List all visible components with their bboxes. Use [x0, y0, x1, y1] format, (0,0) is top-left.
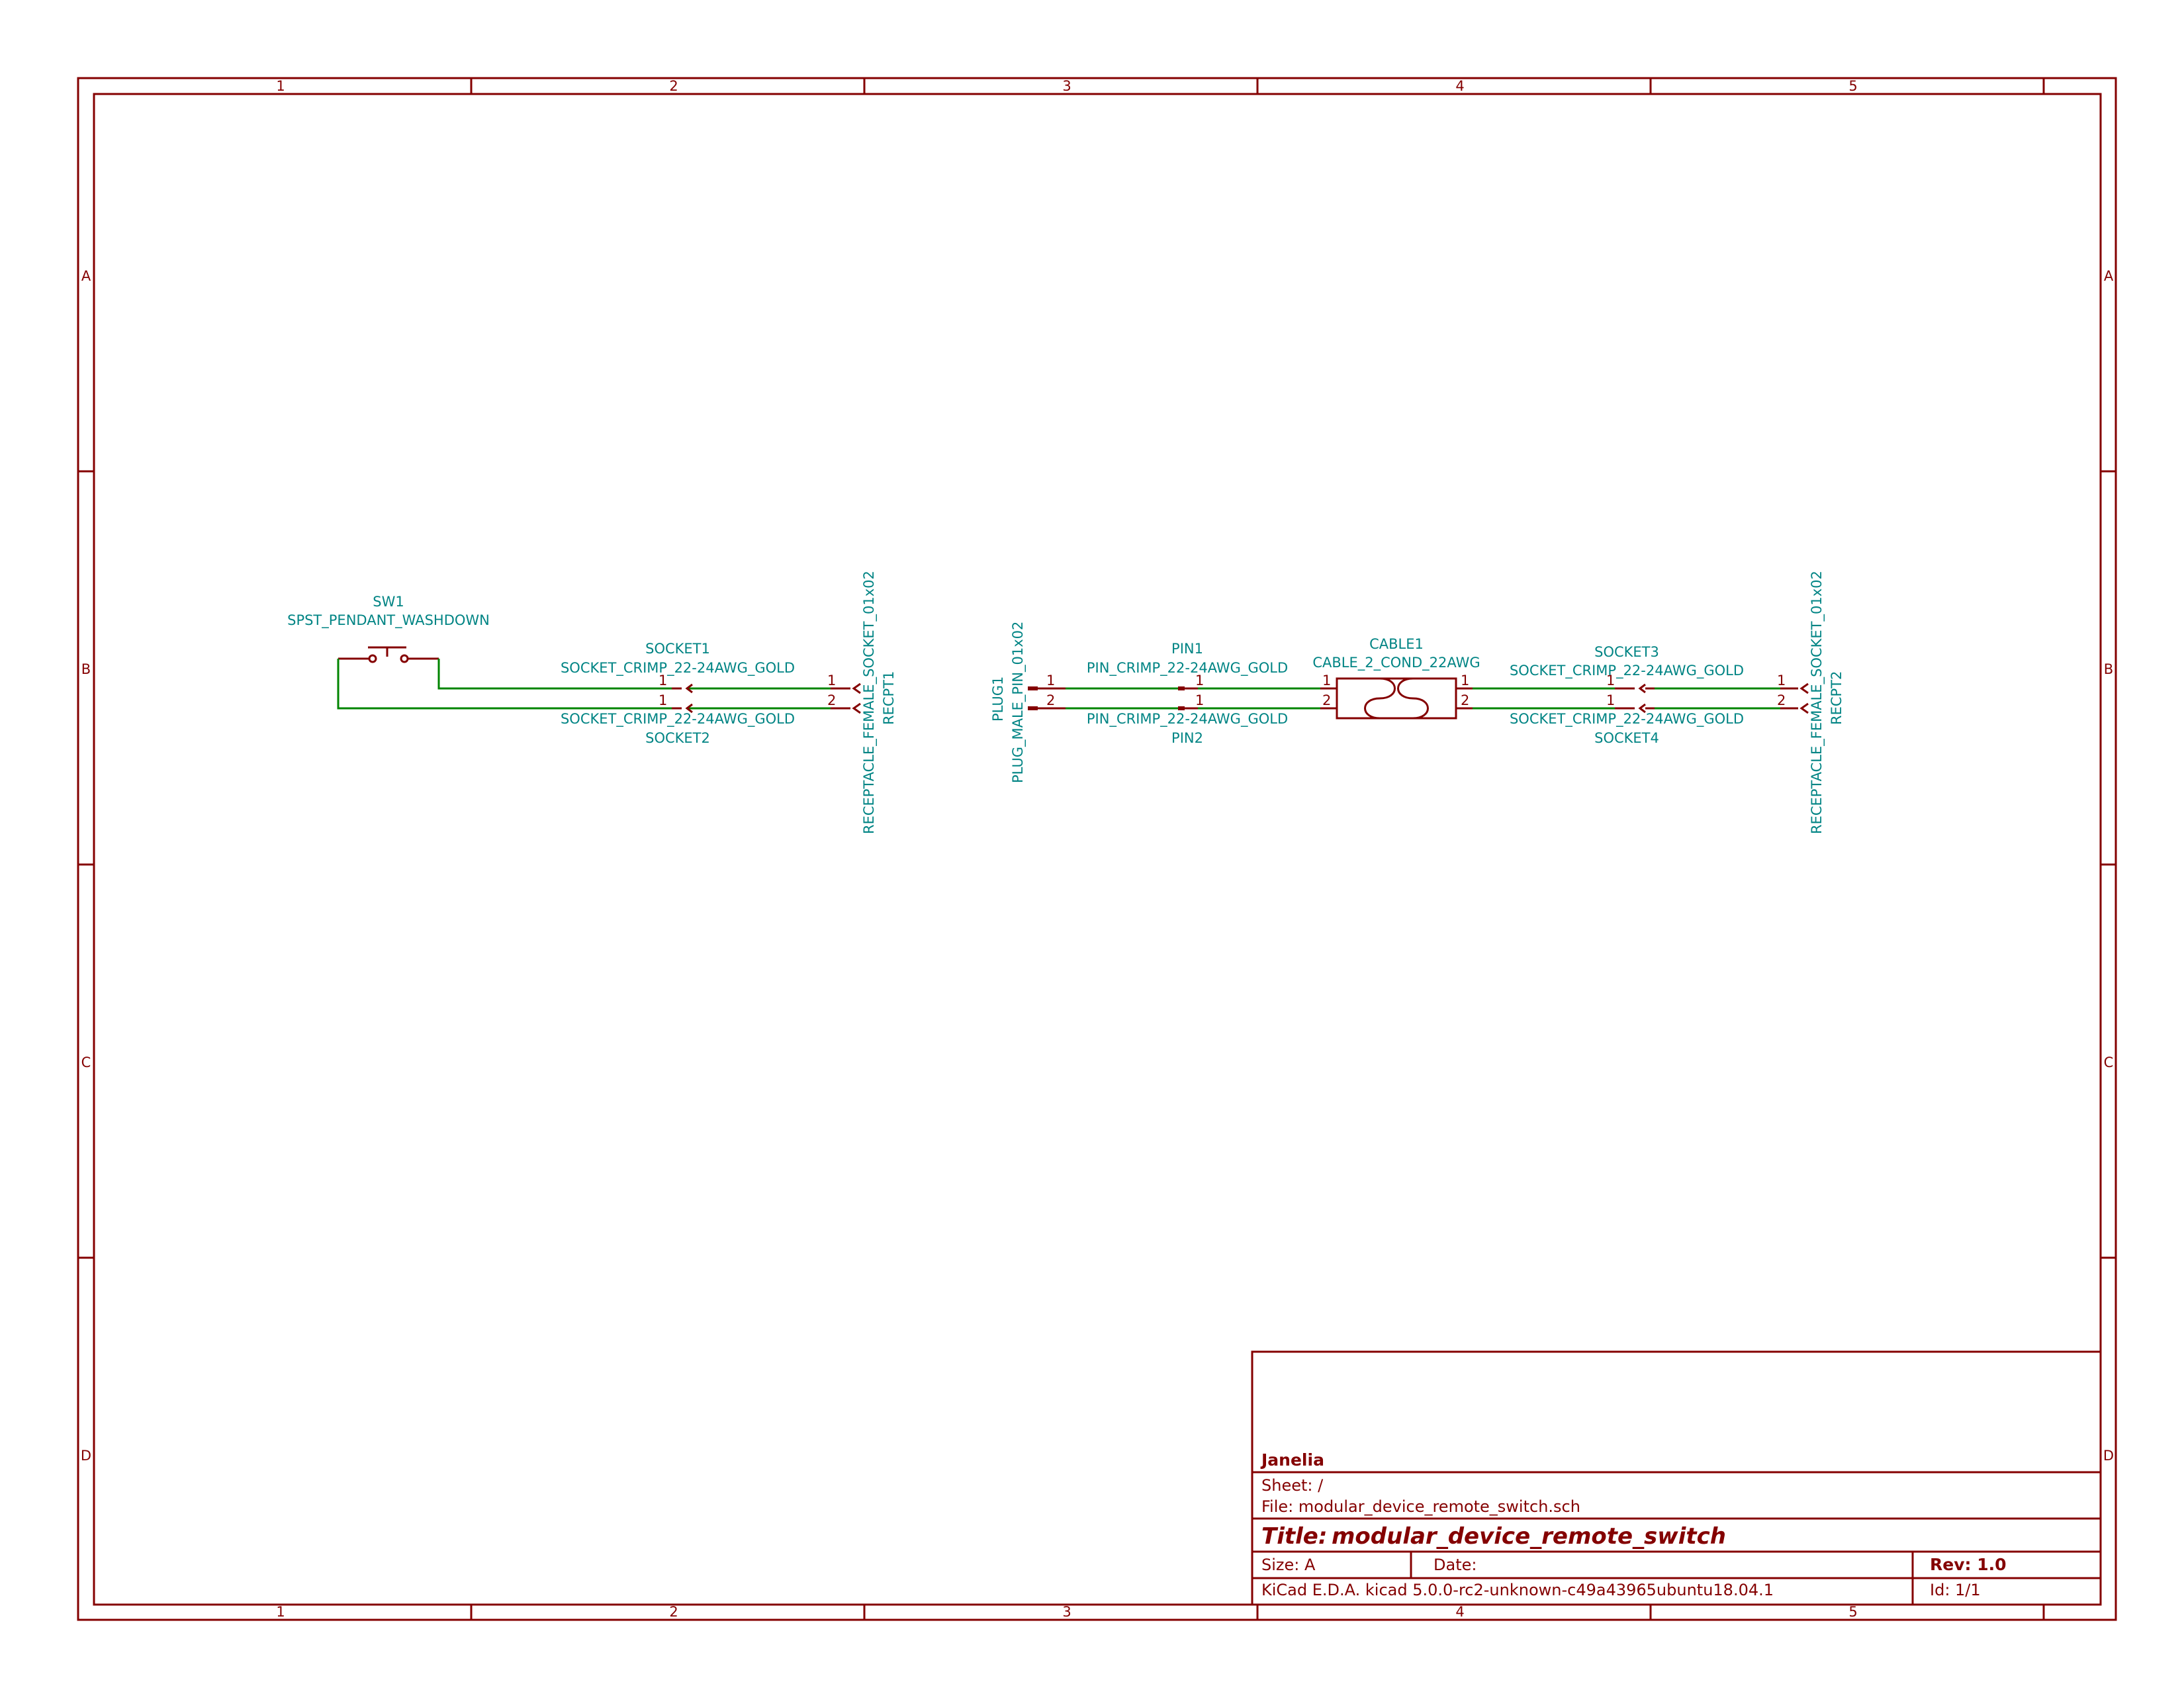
wires-left: [337, 659, 831, 710]
col-label-top: 3: [1062, 78, 1071, 94]
sw1-ref: SW1: [373, 594, 404, 610]
socket4: 1 SOCKET_CRIMP_22-24AWG_GOLD SOCKET4: [1510, 692, 1744, 746]
sw1-value: SPST_PENDANT_WASHDOWN: [287, 612, 490, 629]
pin2: 1 PIN_CRIMP_22-24AWG_GOLD PIN2: [1087, 692, 1288, 746]
plug1-pin: 1: [1046, 673, 1055, 688]
cable1-value: CABLE_2_COND_22AWG: [1312, 655, 1480, 671]
plug1-pin: 2: [1046, 692, 1055, 708]
col-label-bottom: 5: [1848, 1604, 1857, 1620]
title-block-kicad: KiCad E.D.A. kicad 5.0.0-rc2-unknown-c49…: [1261, 1581, 1774, 1599]
title-block-title-label: Title:: [1261, 1523, 1327, 1550]
recpt2-pin: 1: [1777, 673, 1786, 688]
title-block-size: Size: A: [1261, 1556, 1316, 1574]
pin1-value: PIN_CRIMP_22-24AWG_GOLD: [1087, 660, 1288, 677]
cable1-ref: CABLE1: [1369, 636, 1424, 652]
column-labels: 1 2 3 4 5 1 2 3 4 5: [276, 78, 1857, 1620]
receptacle-recpt2: 1 2 RECEPTACLE_FEMALE_SOCKET_01x02 RECPT…: [1777, 571, 1844, 834]
row-label-left: D: [81, 1448, 91, 1464]
col-label-bottom: 1: [276, 1604, 285, 1620]
title-block-title: modular_device_remote_switch: [1332, 1523, 1726, 1550]
socket3-ref: SOCKET3: [1594, 644, 1659, 660]
title-block-company: Janelia: [1260, 1450, 1324, 1470]
socket4-value: SOCKET_CRIMP_22-24AWG_GOLD: [1510, 711, 1744, 727]
recpt1-ref: RECPT1: [881, 671, 897, 725]
row-labels: A B C D A B C D: [81, 268, 2114, 1464]
row-label-right: A: [2104, 268, 2114, 284]
title-block-date: Date:: [1433, 1556, 1477, 1574]
row-label-left: B: [81, 661, 91, 677]
receptacle-recpt1: 1 2 RECEPTACLE_FEMALE_SOCKET_01x02 RECPT…: [827, 571, 897, 834]
row-label-right: C: [2104, 1055, 2114, 1070]
col-label-bottom: 3: [1062, 1604, 1071, 1620]
socket2-pin: 1: [659, 692, 667, 708]
pin2-ref: PIN2: [1171, 730, 1203, 746]
cable1-pin-left: 2: [1322, 692, 1331, 708]
socket4-pin: 1: [1606, 692, 1615, 708]
col-label-top: 5: [1848, 78, 1857, 94]
cable-cable1: 1 2 1 2 CABLE1 CABLE_2_COND_22AWG: [1312, 636, 1480, 720]
wires-right: [1473, 687, 1780, 710]
socket4-ref: SOCKET4: [1594, 730, 1659, 746]
title-block-id: Id: 1/1: [1930, 1581, 1981, 1599]
socket3: 1 SOCKET3 SOCKET_CRIMP_22-24AWG_GOLD: [1510, 644, 1744, 694]
cable1-pin-right: 1: [1461, 673, 1469, 688]
socket2: 1 SOCKET_CRIMP_22-24AWG_GOLD SOCKET2: [561, 692, 795, 746]
recpt2-pin: 2: [1777, 692, 1786, 708]
zone-ticks: [78, 78, 2116, 1620]
col-label-bottom: 4: [1455, 1604, 1464, 1620]
socket1-pin: 1: [659, 673, 667, 688]
socket2-ref: SOCKET2: [645, 730, 710, 746]
col-label-bottom: 2: [669, 1604, 678, 1620]
cable1-pin-left: 1: [1322, 673, 1331, 688]
title-block-sheet: Sheet: /: [1261, 1476, 1324, 1495]
inner-border: [93, 93, 2102, 1606]
row-label-right: B: [2104, 661, 2113, 677]
socket3-value: SOCKET_CRIMP_22-24AWG_GOLD: [1510, 663, 1744, 679]
socket2-value: SOCKET_CRIMP_22-24AWG_GOLD: [561, 711, 795, 727]
col-label-top: 2: [669, 78, 678, 94]
pin1-ref: PIN1: [1171, 641, 1203, 657]
socket1: 1 SOCKET1 SOCKET_CRIMP_22-24AWG_GOLD: [561, 641, 795, 694]
cable1-pin-right: 2: [1461, 692, 1469, 708]
title-block-file: File: modular_device_remote_switch.sch: [1261, 1497, 1580, 1516]
socket3-pin: 1: [1606, 673, 1615, 688]
recpt1-pin: 2: [827, 692, 836, 708]
col-label-top: 4: [1455, 78, 1464, 94]
socket1-value: SOCKET_CRIMP_22-24AWG_GOLD: [561, 660, 795, 677]
pin2-value: PIN_CRIMP_22-24AWG_GOLD: [1087, 711, 1288, 727]
switch-sw1: SW1 SPST_PENDANT_WASHDOWN: [287, 594, 490, 663]
pin1-pin: 1: [1195, 673, 1204, 688]
row-label-right: D: [2103, 1448, 2114, 1464]
recpt2-value: RECEPTACLE_FEMALE_SOCKET_01x02: [1809, 571, 1825, 834]
plug1-value: PLUG_MALE_PIN_01x02: [1010, 622, 1026, 783]
title-block: Janelia Sheet: / File: modular_device_re…: [1251, 1350, 2102, 1606]
outer-border: [77, 77, 2117, 1621]
recpt1-pin: 1: [827, 673, 836, 688]
plug-plug1: 1 2 PLUG1 PLUG_MALE_PIN_01x02: [990, 622, 1066, 783]
wires-middle: [1066, 687, 1320, 710]
col-label-top: 1: [276, 78, 285, 94]
row-label-left: A: [81, 268, 91, 284]
title-block-rev: Rev: 1.0: [1930, 1555, 2007, 1574]
recpt1-value: RECEPTACLE_FEMALE_SOCKET_01x02: [861, 571, 878, 834]
socket1-ref: SOCKET1: [645, 641, 710, 657]
plug1-ref: PLUG1: [990, 677, 1006, 722]
pin2-pin: 1: [1195, 692, 1204, 708]
row-label-left: C: [81, 1055, 91, 1070]
pin1: 1 PIN1 PIN_CRIMP_22-24AWG_GOLD: [1087, 641, 1288, 690]
recpt2-ref: RECPT2: [1829, 671, 1844, 725]
